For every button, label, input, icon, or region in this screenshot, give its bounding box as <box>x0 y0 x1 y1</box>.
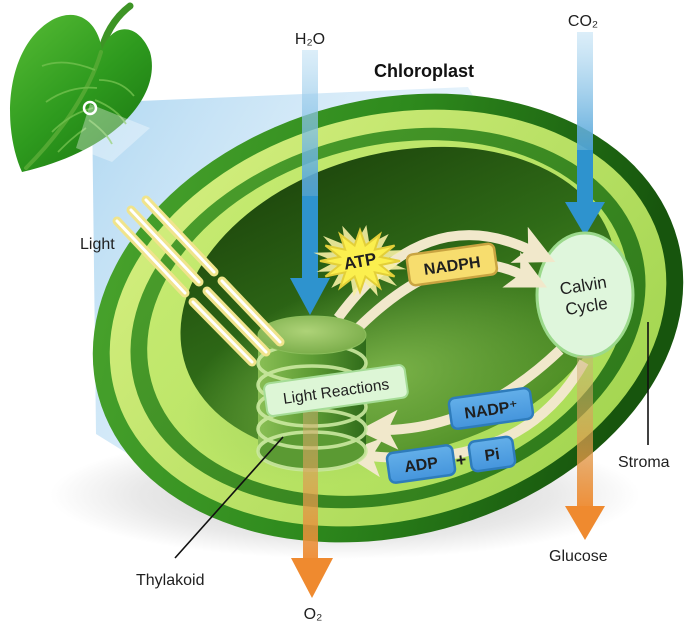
o2-label: O₂ <box>304 606 323 623</box>
co2-label: CO₂ <box>568 13 598 30</box>
plus-sign: + <box>454 449 467 470</box>
nadp-badge: NADP⁺ <box>447 386 535 431</box>
light-label: Light <box>80 236 115 253</box>
leaf-midrib <box>24 50 103 170</box>
atp-star-icon: ATP <box>313 224 407 298</box>
leaf-zoom-highlight <box>76 104 150 162</box>
pi-label: Pi <box>484 446 501 465</box>
thylakoid-top-disc <box>257 315 367 355</box>
light-reactions-label: Light Reactions <box>263 364 409 417</box>
leaf-illustration <box>10 2 152 172</box>
o2-arrow <box>291 398 333 598</box>
adp-label: ADP <box>403 455 439 477</box>
leaf-stem <box>97 2 134 58</box>
leaf-veins <box>41 61 135 153</box>
light-rays <box>112 195 285 367</box>
h2o-label: H₂O <box>295 31 325 48</box>
calvin-cycle: Calvin Cycle <box>535 231 635 359</box>
co2-arrow <box>565 32 605 236</box>
stroma-label: Stroma <box>618 454 670 471</box>
adp-badge: ADP <box>385 444 457 484</box>
thylakoid-label: Thylakoid <box>136 572 204 589</box>
thylakoid-pointer-line <box>174 436 284 559</box>
glucose-label: Glucose <box>549 548 608 565</box>
pi-badge: Pi <box>467 435 517 473</box>
leaf-sample-circle <box>82 100 98 116</box>
h2o-arrow <box>290 50 330 315</box>
chloroplast-title: Chloroplast <box>374 61 474 81</box>
nadph-badge: NADPH <box>405 242 499 287</box>
glucose-arrow <box>565 356 605 540</box>
leaf-blade <box>10 14 152 172</box>
